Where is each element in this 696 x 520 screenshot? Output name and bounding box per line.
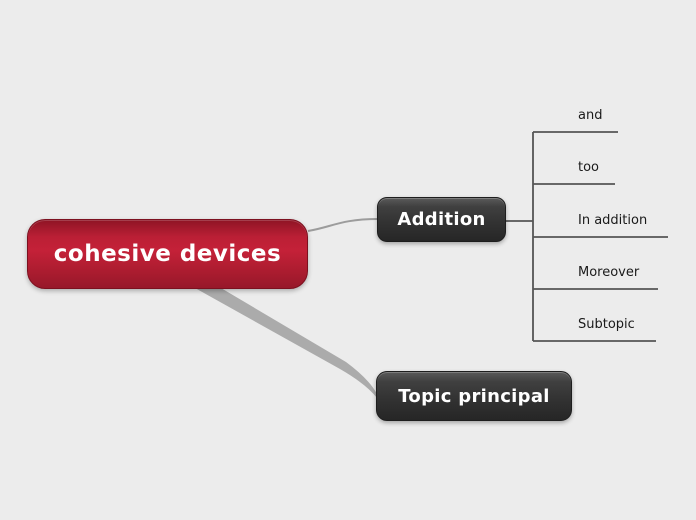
- connector-root-to-topic-principal: [195, 278, 377, 398]
- branch-node-addition[interactable]: Addition: [377, 197, 506, 242]
- child-node-in-addition[interactable]: In addition: [578, 213, 648, 228]
- child-node-moreover[interactable]: Moreover: [578, 265, 640, 280]
- child-node-and[interactable]: and: [578, 108, 603, 123]
- child-node-too[interactable]: too: [578, 160, 600, 175]
- root-node-cohesive-devices[interactable]: cohesive devices: [27, 219, 308, 289]
- root-node-label: cohesive devices: [53, 241, 282, 267]
- connector-root-to-addition: [307, 218, 379, 232]
- child-node-subtopic[interactable]: Subtopic: [578, 317, 635, 332]
- branch-node-addition-label: Addition: [397, 209, 486, 230]
- branch-node-topic-principal[interactable]: Topic principal: [376, 371, 572, 421]
- branch-node-topic-principal-label: Topic principal: [398, 385, 550, 407]
